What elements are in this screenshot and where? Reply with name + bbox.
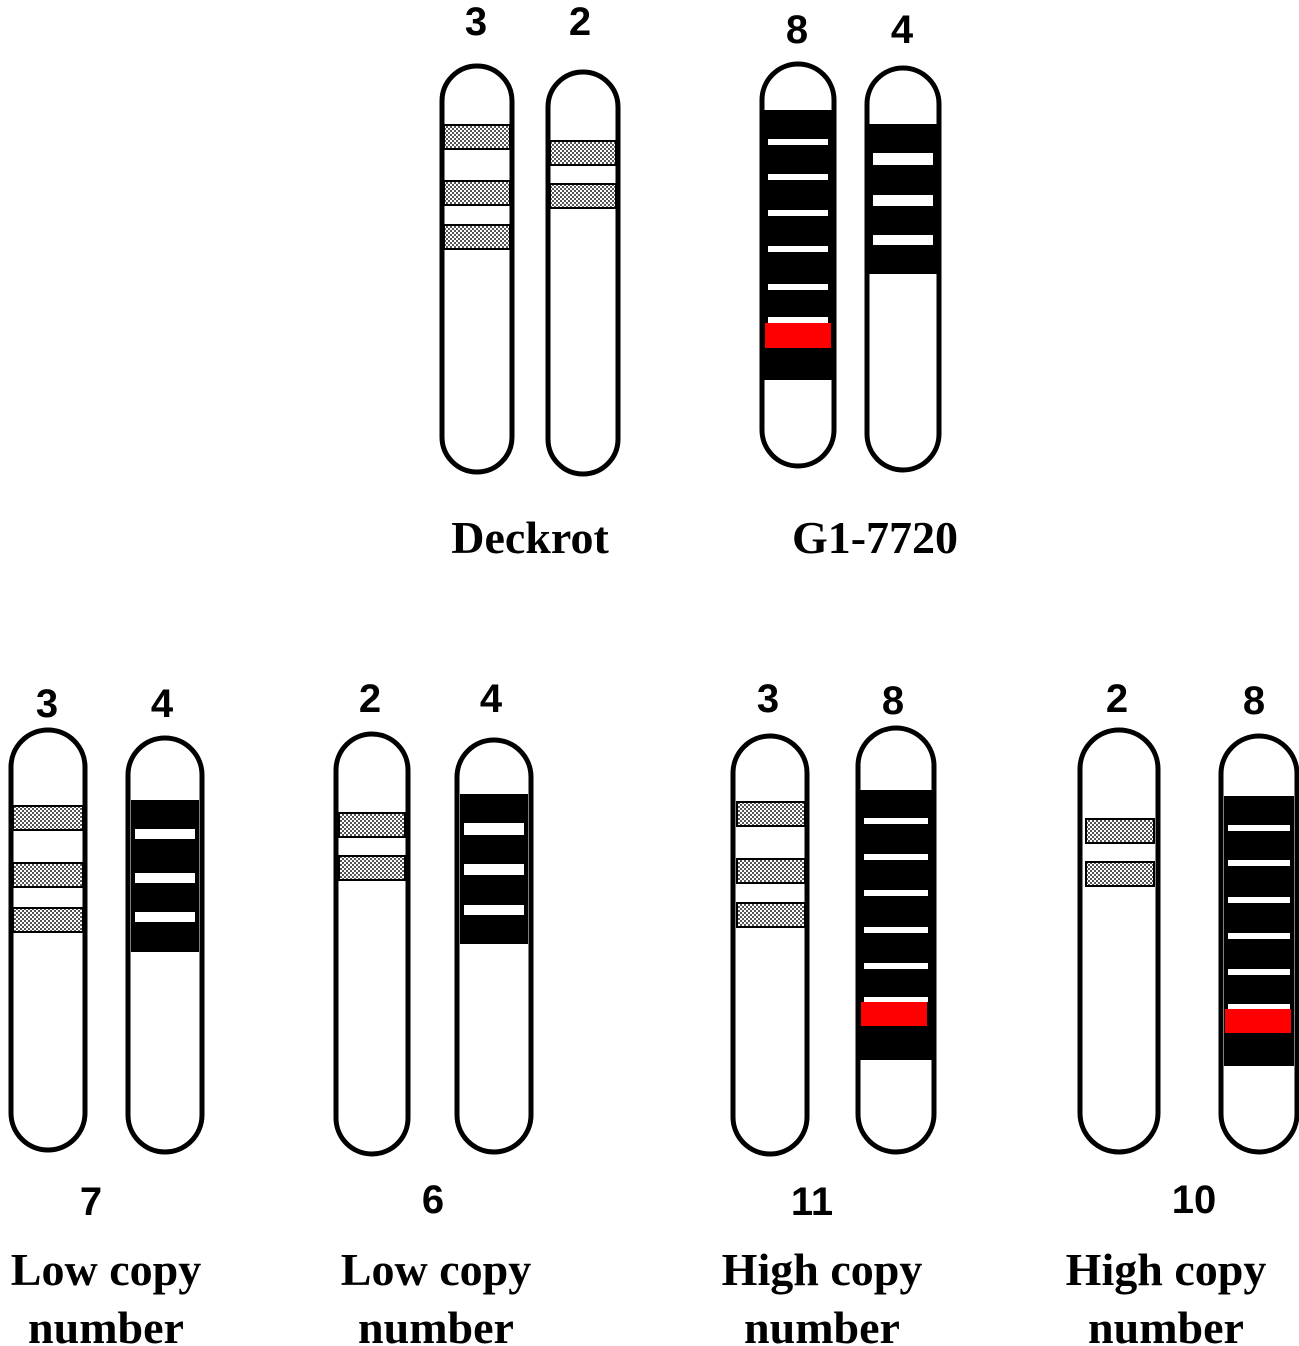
hatched-band [12, 862, 84, 888]
white-stripe [768, 174, 828, 180]
group-count: 6 [422, 1178, 444, 1222]
chromosome-outline [333, 731, 411, 1157]
chromosome-outline [1218, 733, 1299, 1155]
chromosome-label: 4 [891, 8, 914, 52]
chromosome-group2-2: 2 [333, 677, 411, 1157]
group-caption-line2: number [1088, 1302, 1244, 1346]
hatched-band [736, 858, 806, 884]
chromosome-outline [545, 69, 621, 477]
white-stripe [864, 854, 928, 860]
white-stripe [1228, 1004, 1290, 1009]
hatched-band [12, 907, 84, 933]
chromosome-label: 4 [480, 677, 503, 721]
chromosome-g17720-8: 8 [759, 8, 837, 469]
chromosome-outline [730, 733, 810, 1157]
chromosome-label: 3 [36, 682, 58, 726]
white-stripe [1228, 933, 1290, 939]
white-stripe [464, 823, 524, 835]
chromosome-deckrot-3: 3 [439, 0, 515, 475]
white-stripe [768, 210, 828, 216]
hatched-band [736, 902, 806, 928]
white-stripe [464, 864, 524, 875]
red-band [1225, 1009, 1291, 1033]
white-stripe [135, 912, 195, 922]
parent-name-deckrot: Deckrot [451, 512, 609, 563]
chromosome-outline [1077, 727, 1161, 1155]
chromosome-outline [125, 735, 205, 1155]
white-stripe [768, 284, 828, 290]
group-count: 10 [1172, 1178, 1217, 1222]
white-stripe [864, 997, 928, 1002]
hatched-band [736, 801, 806, 827]
red-band [765, 323, 831, 348]
chromosome-label: 2 [359, 677, 381, 721]
chromosome-group3-3: 3 [730, 677, 810, 1157]
group-caption-line1: High copy [1066, 1244, 1267, 1295]
group-caption-line1: Low copy [11, 1244, 201, 1295]
white-stripe [864, 818, 928, 824]
white-stripe [135, 873, 195, 883]
white-stripe [864, 890, 928, 896]
chromosome-group4-8: 8 [1218, 679, 1299, 1155]
chromosome-outline [759, 61, 837, 469]
white-stripe [464, 905, 524, 915]
hatched-band [338, 855, 406, 881]
group-caption-line2: number [28, 1302, 184, 1346]
chromosome-label: 8 [882, 679, 904, 723]
hatched-band [443, 124, 511, 150]
chromosome-g17720-4: 4 [864, 8, 942, 473]
white-stripe [768, 246, 828, 252]
hatched-band [1085, 861, 1155, 887]
group-caption-line1: Low copy [341, 1244, 531, 1295]
white-stripe [873, 153, 933, 165]
chromosome-group3-8: 8 [855, 679, 937, 1155]
chromosome-label: 3 [465, 0, 487, 44]
white-stripe [768, 317, 828, 323]
hatched-band [338, 812, 406, 838]
white-stripe [1228, 897, 1290, 903]
white-stripe [1228, 969, 1290, 975]
chromosome-label: 4 [151, 682, 174, 726]
white-stripe [864, 927, 928, 933]
group-count: 7 [80, 1180, 102, 1224]
chromosome-group1-4: 4 [125, 682, 205, 1155]
chromosome-outline [454, 737, 534, 1155]
chromosome-group1-3: 3 [8, 682, 88, 1153]
hatched-band [12, 805, 84, 831]
group-caption-line2: number [358, 1302, 514, 1346]
white-stripe [873, 195, 933, 206]
red-band [861, 1002, 927, 1026]
chromosome-deckrot-2: 2 [545, 0, 621, 477]
white-stripe [135, 829, 195, 839]
chromosome-outline [855, 725, 937, 1155]
chromosome-label: 8 [1243, 679, 1265, 723]
chromosome-group4-2: 2 [1077, 677, 1161, 1155]
hatched-band [443, 180, 511, 206]
chromosome-label: 2 [569, 0, 591, 44]
chromosome-outline [864, 65, 942, 473]
group-caption-line1: High copy [722, 1244, 923, 1295]
group-caption-line2: number [744, 1302, 900, 1346]
white-stripe [864, 963, 928, 969]
white-stripe [1228, 825, 1290, 831]
chromosome-outline [439, 63, 515, 475]
chromosome-label: 8 [786, 8, 808, 52]
chromosome-label: 3 [757, 677, 779, 721]
parent-name-g17720: G1-7720 [792, 512, 958, 563]
white-stripe [1228, 860, 1290, 866]
white-stripe [873, 235, 933, 245]
hatched-band [549, 183, 617, 209]
chromosome-group2-4: 4 [454, 677, 534, 1155]
hatched-band [443, 224, 511, 250]
chromosome-label: 2 [1106, 677, 1128, 721]
hatched-band [1085, 818, 1155, 844]
group-count: 11 [791, 1180, 833, 1224]
chromosome-outline [8, 727, 88, 1153]
hatched-band [549, 140, 617, 166]
white-stripe [768, 139, 828, 145]
